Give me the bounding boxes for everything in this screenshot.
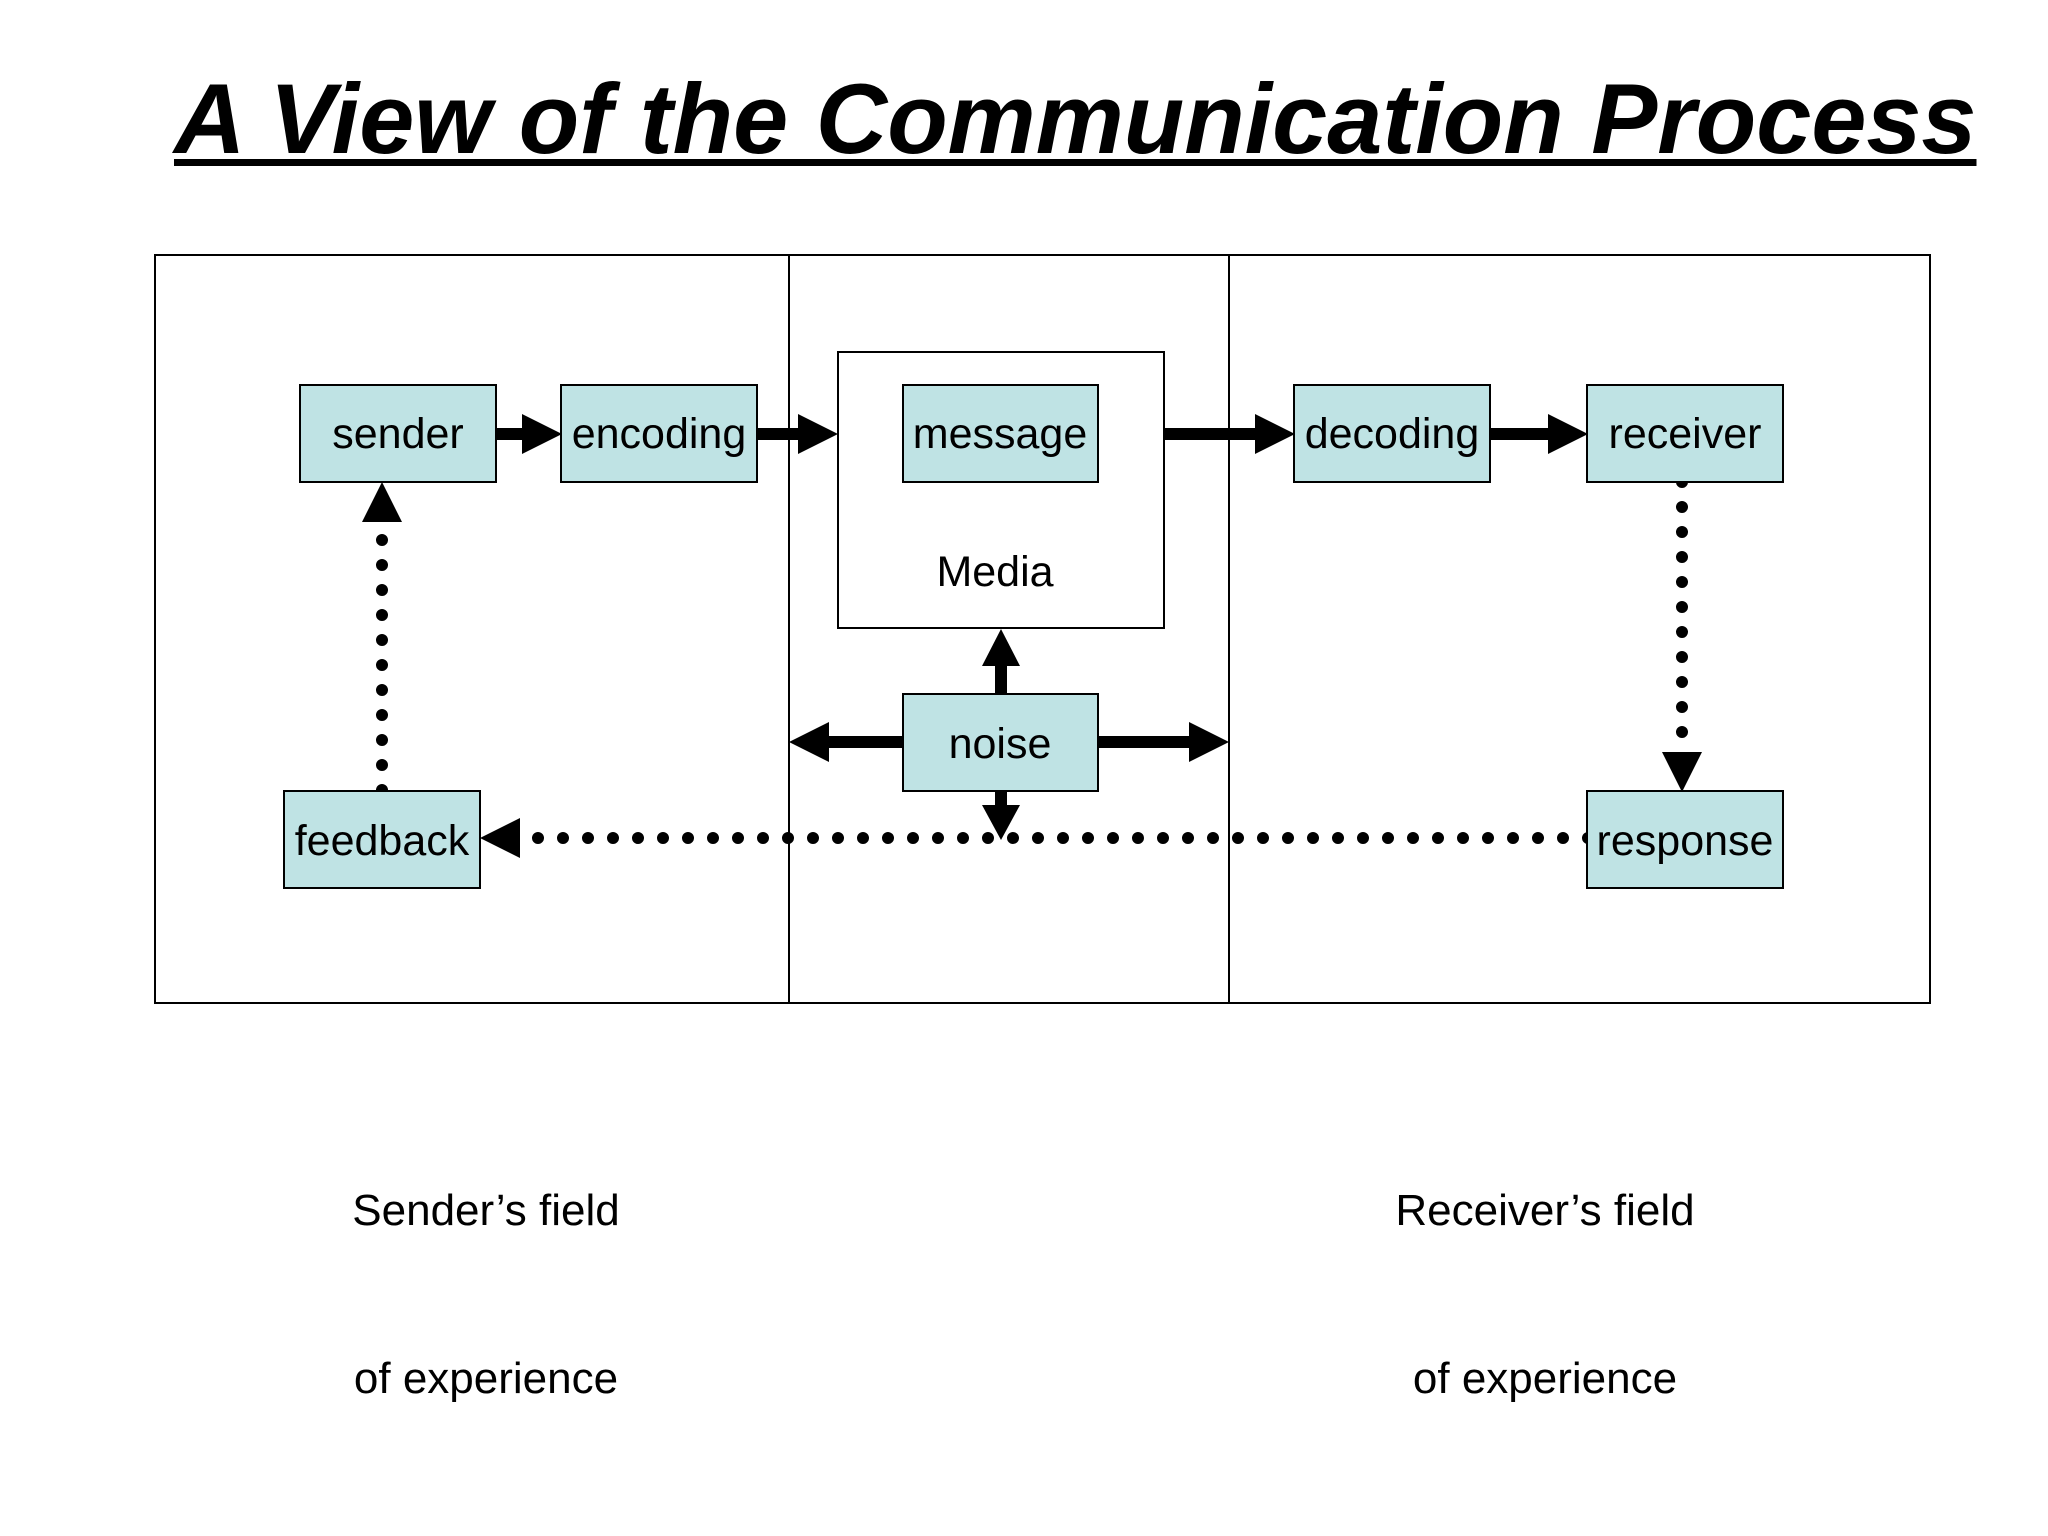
nodes: sender encoding message decoding receive…	[283, 384, 1784, 889]
node-receiver-label: receiver	[1609, 410, 1762, 458]
node-response-label: response	[1597, 817, 1774, 865]
node-encoding: encoding	[560, 384, 758, 483]
solid-arrows	[497, 414, 1588, 840]
node-sender-label: sender	[332, 410, 463, 458]
arrow-response-to-feedback	[480, 818, 1594, 858]
node-feedback: feedback	[283, 790, 481, 889]
receiver-field-caption-line-1: Receiver’s field	[1395, 1186, 1695, 1235]
node-decoding: decoding	[1293, 384, 1491, 483]
sender-field-caption: Sender’s field of experience	[336, 1071, 636, 1519]
arrow-noise-to-receiver-field	[1098, 722, 1229, 762]
arrow-noise-to-feedback-loop	[982, 791, 1020, 840]
node-decoding-label: decoding	[1305, 410, 1480, 458]
receiver-field-caption-line-2: of experience	[1412, 1354, 1678, 1403]
page-title: A View of the Communication Process	[174, 63, 1977, 174]
node-feedback-label: feedback	[295, 817, 470, 865]
node-response: response	[1586, 790, 1784, 889]
node-message: message	[902, 384, 1099, 483]
receiver-field-caption: Receiver’s field of experience	[1375, 1071, 1715, 1519]
arrow-feedback-to-sender	[362, 482, 402, 796]
arrow-sender-to-encoding	[497, 414, 562, 454]
dotted-arrows	[362, 476, 1702, 858]
media-frame	[837, 351, 1165, 629]
outer-frame	[154, 254, 1931, 1004]
arrow-noise-to-sender-field	[789, 722, 903, 762]
arrow-decoding-to-receiver	[1491, 414, 1588, 454]
node-sender: sender	[299, 384, 497, 483]
node-noise: noise	[902, 693, 1099, 792]
sender-field-caption-line-1: Sender’s field	[352, 1186, 620, 1235]
arrow-noise-to-media	[982, 629, 1020, 693]
sender-field-caption-line-2: of experience	[353, 1354, 619, 1403]
arrow-encoding-to-media	[758, 414, 838, 454]
arrow-receiver-to-response	[1662, 476, 1702, 792]
node-receiver: receiver	[1586, 384, 1784, 483]
arrow-media-to-decoding	[1164, 414, 1295, 454]
node-encoding-label: encoding	[572, 410, 747, 458]
node-message-label: message	[913, 410, 1087, 458]
node-noise-label: noise	[949, 720, 1052, 768]
media-label: Media	[936, 548, 1053, 596]
